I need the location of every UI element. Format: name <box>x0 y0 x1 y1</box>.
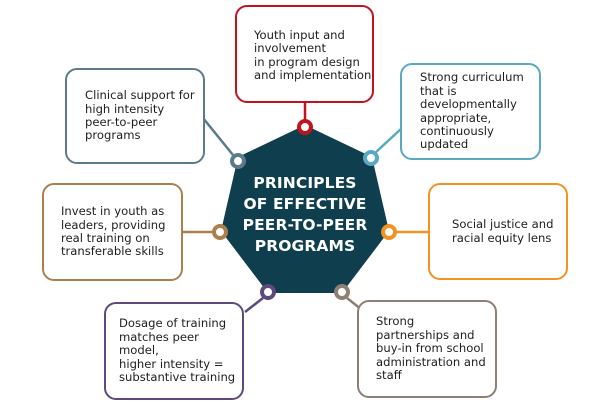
principle-text: Strong partnerships and buy-in from scho… <box>376 314 486 383</box>
node-clinical-support-icon <box>230 153 246 169</box>
principle-text: Social justice and racial equity lens <box>452 217 554 245</box>
connector-strong-curriculum <box>375 127 403 153</box>
connector-lines <box>182 102 429 313</box>
node-strong-partnerships-icon <box>334 284 350 300</box>
center-heptagon <box>221 125 389 293</box>
connector-dosage-of-training <box>244 297 264 313</box>
connector-clinical-support <box>202 117 234 156</box>
principle-strong-partnerships: Strong partnerships and buy-in from scho… <box>357 300 497 398</box>
principle-social-justice: Social justice and racial equity lens <box>428 183 568 280</box>
principle-text: Clinical support for high intensity peer… <box>85 88 195 143</box>
node-strong-curriculum-icon <box>363 150 379 166</box>
node-invest-in-youth-icon <box>212 224 228 240</box>
node-youth-input-icon <box>297 119 313 135</box>
principle-dosage-of-training: Dosage of training matches peer model, h… <box>104 302 244 400</box>
principle-text: Youth input and involvement in program d… <box>254 28 372 83</box>
node-dosage-of-training-icon <box>260 284 276 300</box>
connector-nodes <box>212 119 397 300</box>
principle-text: Strong curriculum that is developmentall… <box>420 70 524 152</box>
principle-youth-input: Youth input and involvement in program d… <box>235 5 374 103</box>
node-social-justice-icon <box>381 224 397 240</box>
principle-clinical-support: Clinical support for high intensity peer… <box>65 68 205 164</box>
principle-strong-curriculum: Strong curriculum that is developmentall… <box>400 63 541 160</box>
principle-text: Invest in youth as leaders, providing re… <box>61 204 166 259</box>
center-title: PRINCIPLES OF EFFECTIVE PEER-TO-PEER PRO… <box>242 174 368 255</box>
principle-text: Dosage of training matches peer model, h… <box>119 316 236 385</box>
principle-invest-in-youth: Invest in youth as leaders, providing re… <box>42 183 183 281</box>
